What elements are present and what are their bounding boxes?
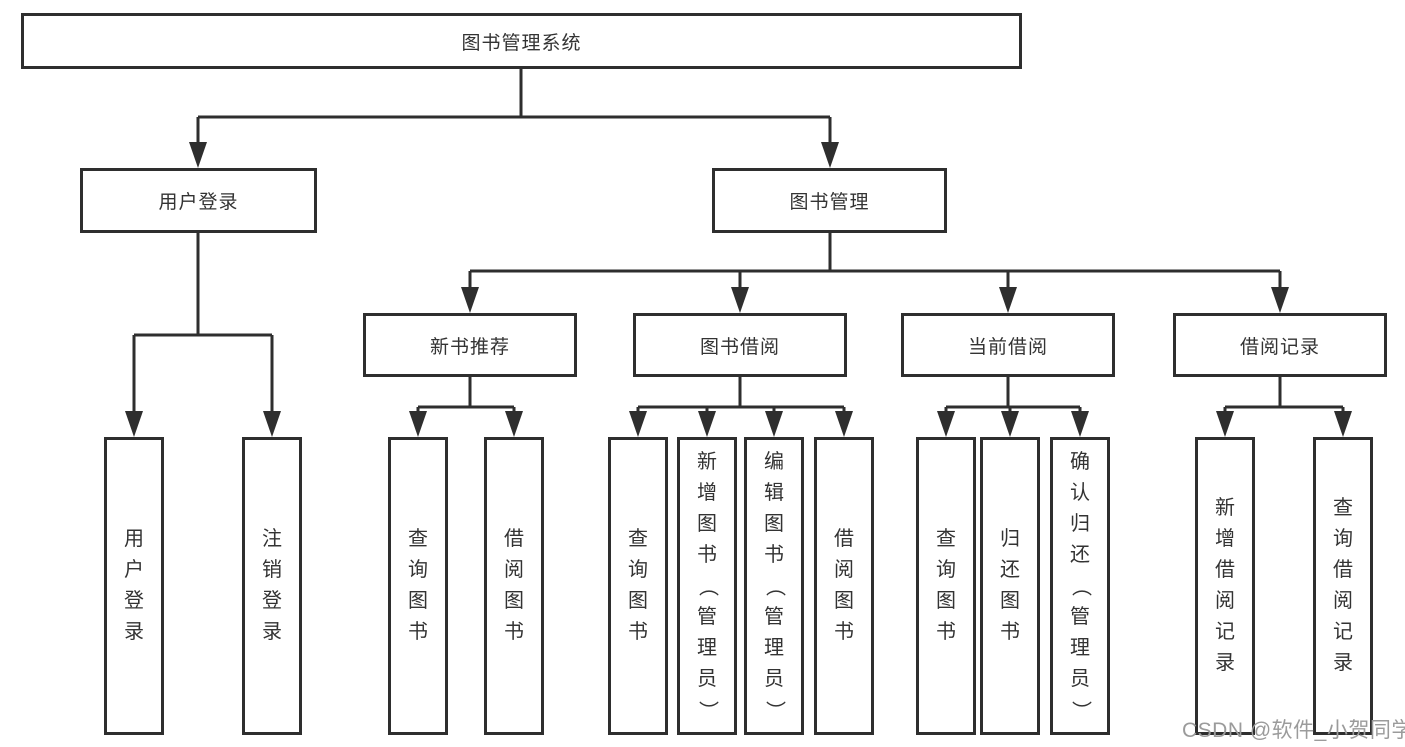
leaf-br-add-record: 新增借阅记录 [1195,437,1255,735]
leaf-bb-query-books: 查询图书 [608,437,668,735]
leaf-label: 注销登录 [262,528,282,643]
leaf-label: 确认归还（管理员） [1069,450,1092,721]
leaf-bb-add-books: 新增图书（管理员） [677,437,737,735]
leaf-label: 查询图书 [936,528,956,643]
node-label: 新书推荐 [429,336,510,358]
node-label: 用户登录 [158,192,239,213]
leaf-cb-confirm-return: 确认归还（管理员） [1050,437,1110,735]
leaf-label: 新增借阅记录 [1215,497,1235,674]
arrowheads [125,142,1352,437]
leaf-bb-edit-books: 编辑图书（管理员） [744,437,804,735]
leaf-br-query-record: 查询借阅记录 [1313,437,1373,735]
node-label: 当前借阅 [967,336,1048,358]
node-label: 图书管理 [789,192,870,213]
csdn-watermark: CSDN @软件_小贺同学 [1182,719,1405,742]
leaf-nbr-query-books: 查询图书 [388,437,448,735]
node-new-book-recommend: 新书推荐 [363,313,577,377]
leaf-label: 借阅图书 [504,528,524,643]
leaf-label: 查询借阅记录 [1333,497,1353,674]
leaf-label: 新增图书（管理员） [696,450,719,721]
node-current-borrowing: 当前借阅 [901,313,1115,377]
node-book-borrowing: 图书借阅 [633,313,847,377]
leaf-label: 查询图书 [408,528,428,643]
leaf-label: 归还图书 [1000,528,1020,643]
node-book-management: 图书管理 [712,168,947,233]
leaf-cb-query-books: 查询图书 [916,437,976,735]
leaf-label: 借阅图书 [834,528,854,643]
node-label: 图书管理系统 [461,32,582,54]
leaf-label: 编辑图书（管理员） [763,450,786,721]
leaf-label: 用户登录 [124,528,144,643]
leaf-bb-borrow-books: 借阅图书 [814,437,874,735]
leaf-nbr-borrow-books: 借阅图书 [484,437,544,735]
leaf-cb-return-books: 归还图书 [980,437,1040,735]
node-user-login: 用户登录 [80,168,317,233]
node-borrowing-records: 借阅记录 [1173,313,1387,377]
leaf-logout-login: 注销登录 [242,437,302,735]
node-library-management-system: 图书管理系统 [21,13,1022,69]
leaf-label: 查询图书 [628,528,648,643]
leaf-user-login: 用户登录 [104,437,164,735]
node-label: 图书借阅 [699,336,780,358]
node-label: 借阅记录 [1239,336,1320,358]
